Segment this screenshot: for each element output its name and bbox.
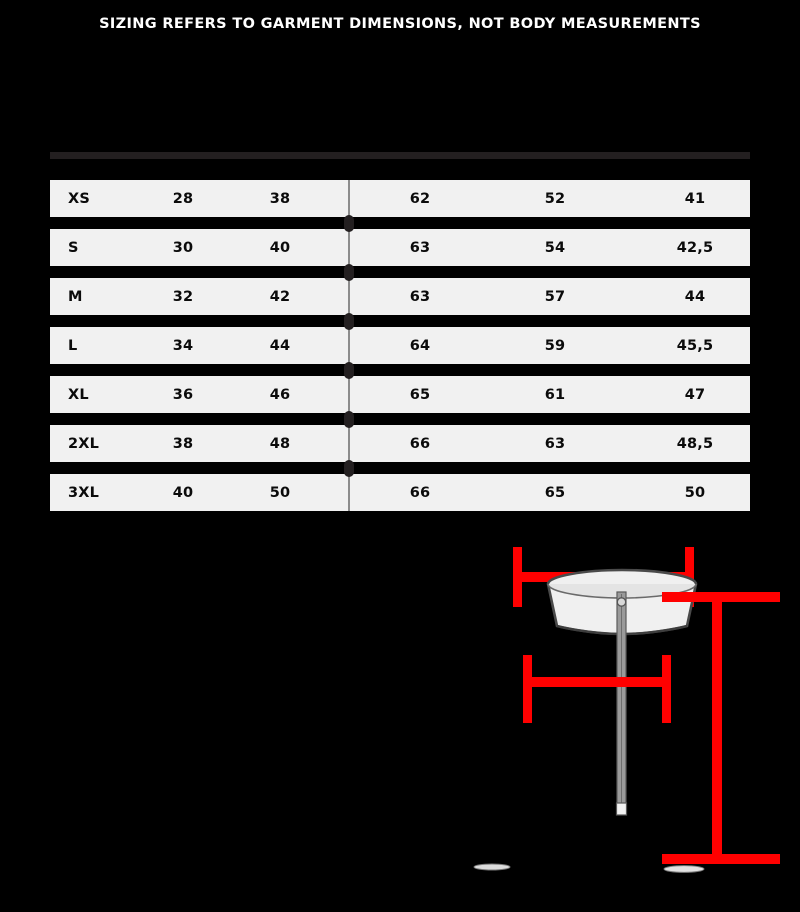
table-row: XS 28 38 62 52 41	[50, 180, 750, 217]
measurement-value: 30	[172, 239, 194, 256]
size-label: XS	[68, 190, 91, 207]
measurement-value: 50	[269, 484, 291, 501]
measurement-value: 62	[409, 190, 431, 207]
measurement-value: 34	[172, 337, 194, 354]
measurement-value: 57	[544, 288, 566, 305]
measurement-value: 59	[544, 337, 566, 354]
measurement-value: 65	[544, 484, 566, 501]
measurement-value: 45,5	[676, 337, 714, 354]
measurement-value: 63	[409, 239, 431, 256]
size-label: 3XL	[68, 484, 100, 501]
measurement-value: 44	[269, 337, 291, 354]
measurement-value: 44	[684, 288, 706, 305]
measurement-value: 65	[409, 386, 431, 403]
measurement-value: 40	[172, 484, 194, 501]
page-title: SIZING REFERS TO GARMENT DIMENSIONS, NOT…	[99, 16, 701, 32]
page-title-bar: SIZING REFERS TO GARMENT DIMENSIONS, NOT…	[0, 0, 800, 48]
measurement-value: 36	[172, 386, 194, 403]
measurement-value: 54	[544, 239, 566, 256]
size-label: XL	[68, 386, 89, 403]
measurement-value: 52	[544, 190, 566, 207]
measurement-value: 64	[409, 337, 431, 354]
table-row: S 30 40 63 54 42,5	[50, 229, 750, 266]
lower-width-measure-icon	[523, 655, 671, 723]
measurement-value: 63	[544, 435, 566, 452]
size-label: M	[68, 288, 83, 305]
table-row: M 32 42 63 57 44	[50, 278, 750, 315]
size-label: L	[68, 337, 78, 354]
measurement-value: 46	[269, 386, 291, 403]
length-measure-icon	[662, 592, 780, 864]
measurement-value: 38	[269, 190, 291, 207]
measurement-value: 41	[684, 190, 706, 207]
measurement-value: 40	[269, 239, 291, 256]
hem-detail-illustration	[473, 863, 705, 873]
measurement-value: 32	[172, 288, 194, 305]
measurement-value: 61	[544, 386, 566, 403]
table-row: 2XL 38 48 66 63 48,5	[50, 425, 750, 462]
table-row: XL 36 46 65 61 47	[50, 376, 750, 413]
measurement-value: 38	[172, 435, 194, 452]
measurement-value: 28	[172, 190, 194, 207]
size-label: 2XL	[68, 435, 100, 452]
zipper-illustration	[615, 591, 628, 816]
measurement-value: 66	[409, 484, 431, 501]
measurement-value: 66	[409, 435, 431, 452]
size-label: S	[68, 239, 79, 256]
measurement-value: 47	[684, 386, 706, 403]
measurement-value: 63	[409, 288, 431, 305]
measurement-value: 50	[684, 484, 706, 501]
measurement-value: 48	[269, 435, 291, 452]
table-row: 3XL 40 50 66 65 50	[50, 474, 750, 511]
measurement-value: 42	[269, 288, 291, 305]
table-row: L 34 44 64 59 45,5	[50, 327, 750, 364]
measurement-value: 42,5	[676, 239, 714, 256]
measurement-value: 48,5	[676, 435, 714, 452]
garment-measurement-diagram	[440, 520, 800, 912]
table-header-bar	[50, 152, 750, 159]
